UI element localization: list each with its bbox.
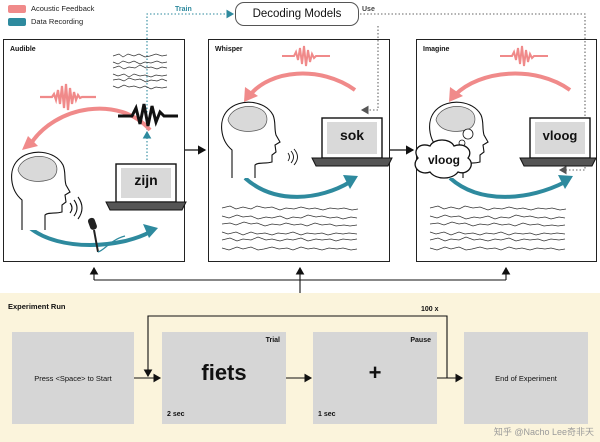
pause-label: Pause bbox=[410, 337, 431, 344]
whisper-head-icon bbox=[221, 101, 281, 178]
stage-trial: Trial fiets 2 sec bbox=[162, 332, 286, 424]
train-label: Train bbox=[175, 6, 192, 13]
audible-neural-traces bbox=[112, 53, 168, 90]
whisper-waveform bbox=[282, 45, 330, 67]
use-label: Use bbox=[362, 6, 375, 13]
audible-neural-blob bbox=[118, 103, 178, 127]
data-recording-swatch bbox=[8, 18, 26, 26]
thought-bubble-cloud bbox=[414, 139, 472, 179]
train-arrow bbox=[146, 9, 235, 137]
decoding-models-box: Decoding Models bbox=[235, 2, 359, 26]
whisper-recording-arc bbox=[243, 176, 352, 199]
whisper-feedback-arc bbox=[248, 71, 357, 97]
acoustic-feedback-swatch bbox=[8, 5, 26, 13]
audible-recording-arc bbox=[28, 226, 151, 247]
audible-head-icon bbox=[11, 151, 71, 230]
audible-laptop-icon bbox=[105, 163, 187, 211]
whisper-laptop-word: sok bbox=[339, 127, 365, 143]
imagine-recording-arc bbox=[448, 176, 566, 199]
imagine-neural-traces bbox=[429, 205, 567, 251]
audible-title: Audible bbox=[10, 46, 36, 53]
use-arrow-imagine bbox=[360, 13, 586, 175]
imagine-thought-word: vloog bbox=[428, 153, 460, 167]
whisper-title: Whisper bbox=[215, 46, 243, 53]
microphone-icon bbox=[87, 217, 126, 253]
stage-pause: Pause + 1 sec bbox=[313, 332, 437, 424]
trial-label: Trial bbox=[265, 337, 280, 344]
acoustic-feedback-label: Acoustic Feedback bbox=[31, 4, 95, 13]
imagine-feedback-arc bbox=[453, 71, 572, 97]
stage-end-text: End of Experiment bbox=[495, 374, 557, 383]
audible-laptop-word: zijn bbox=[134, 172, 158, 188]
imagine-waveform bbox=[500, 45, 548, 67]
experiment-run-title: Experiment Run bbox=[8, 302, 66, 311]
audible-waveform bbox=[40, 83, 96, 111]
imagine-laptop-word: vloog bbox=[542, 128, 578, 143]
audible-sound-icon bbox=[69, 196, 83, 220]
pause-cross: + bbox=[368, 360, 382, 385]
whisper-sound-icon bbox=[287, 148, 298, 166]
imagine-laptop-icon bbox=[519, 117, 597, 167]
whisper-laptop-icon bbox=[311, 117, 393, 167]
imagine-title: Imagine bbox=[423, 46, 450, 53]
use-arrow-whisper bbox=[360, 26, 379, 115]
stage-start: Press <Space> to Start bbox=[12, 332, 134, 424]
pause-duration: 1 sec bbox=[318, 411, 336, 418]
stage-end: End of Experiment bbox=[464, 332, 588, 424]
watermark: 知乎 @Nacho Lee奇非天 bbox=[493, 427, 594, 437]
data-recording-label: Data Recording bbox=[31, 17, 84, 26]
whisper-neural-traces bbox=[221, 205, 359, 251]
decoding-models-title: Decoding Models bbox=[252, 8, 342, 20]
stage-start-text: Press <Space> to Start bbox=[34, 374, 112, 383]
trial-word: fiets bbox=[201, 360, 247, 385]
trial-duration: 2 sec bbox=[167, 411, 185, 418]
repeat-count: 100 x bbox=[421, 306, 439, 313]
